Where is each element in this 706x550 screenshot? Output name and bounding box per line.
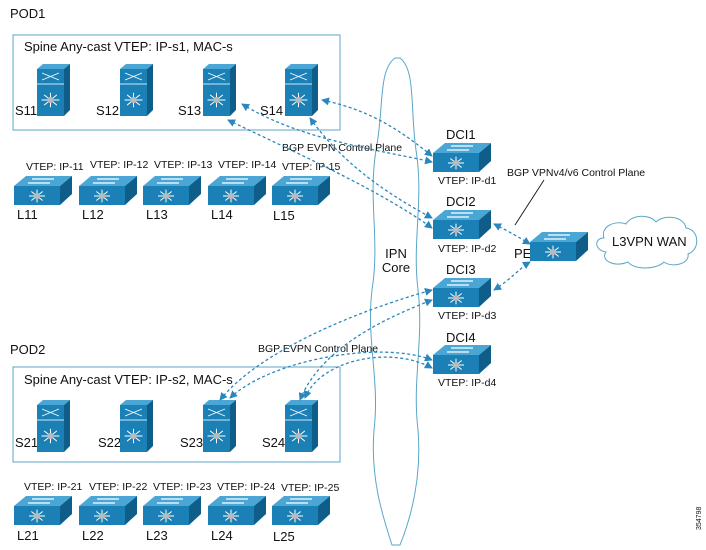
leaf-switch-icon: [143, 176, 201, 205]
leaf-vtep: VTEP: IP-12: [90, 159, 149, 171]
pe-control-plane-label: BGP VPNv4/v6 Control Plane: [507, 167, 645, 179]
callout-line: [514, 179, 545, 226]
pod2-title: POD2: [10, 342, 45, 357]
control-plane-link: [229, 351, 433, 399]
spine-switch-icon: [120, 400, 153, 452]
pod2-spine-box: [12, 366, 341, 463]
leaf-vtep: VTEP: IP-24: [217, 481, 276, 493]
ipn-core-cloud: [369, 57, 421, 546]
leaf-switch-icon: [143, 496, 201, 525]
dci-label: DCI2: [446, 194, 476, 209]
control-plane-link: [303, 356, 433, 399]
leaf-label: L12: [82, 207, 104, 222]
leaf-label: L22: [82, 528, 104, 543]
pod2-spine-label: Spine Any-cast VTEP: IP-s2, MAC-s: [24, 372, 233, 387]
leaf-vtep: VTEP: IP-13: [154, 159, 213, 171]
leaf-label: L14: [211, 207, 233, 222]
spine-label: S21: [15, 435, 38, 450]
spine-label: S22: [98, 435, 121, 450]
spine-switch-icon: [285, 64, 318, 116]
l3vpn-wan-cloud: [596, 215, 698, 269]
spine-label: S23: [180, 435, 203, 450]
leaf-switch-icon: [272, 176, 330, 205]
leaf-switch-icon: [208, 496, 266, 525]
wan-label: L3VPN WAN: [612, 234, 687, 249]
dci-vtep: VTEP: IP-d3: [438, 310, 497, 322]
dci-switch-icon: [433, 143, 491, 172]
dci-vtep: VTEP: IP-d1: [438, 175, 497, 187]
control-plane-link: [493, 223, 531, 245]
leaf-switch-icon: [208, 176, 266, 205]
spine-switch-icon: [37, 64, 70, 116]
leaf-label: L13: [146, 207, 168, 222]
leaf-switch-icon: [14, 496, 72, 525]
leaf-label: L11: [17, 207, 38, 222]
dci-vtep: VTEP: IP-d4: [438, 377, 497, 389]
leaf-switch-icon: [79, 176, 137, 205]
leaf-switch-icon: [14, 176, 72, 205]
spine-label: S12: [96, 103, 119, 118]
leaf-vtep: VTEP: IP-25: [281, 482, 340, 494]
dci-label: DCI3: [446, 262, 476, 277]
dci-switch-icon: [433, 210, 491, 239]
dci-label: DCI4: [446, 330, 476, 345]
spine-label: S11: [15, 103, 37, 118]
leaf-vtep: VTEP: IP-23: [153, 481, 212, 493]
spine-switch-icon: [285, 400, 318, 452]
dci-switch-icon: [433, 345, 491, 374]
leaf-vtep: VTEP: IP-14: [218, 159, 277, 171]
pod1-spine-box: [12, 34, 341, 131]
leaf-vtep: VTEP: IP-22: [89, 481, 148, 493]
leaf-vtep: VTEP: IP-11: [26, 161, 84, 173]
leaf-switch-icon: [272, 496, 330, 525]
leaf-switch-icon: [79, 496, 137, 525]
leaf-label: L23: [146, 528, 168, 543]
control-plane-link: [227, 119, 433, 229]
dci-vtep: VTEP: IP-d2: [438, 243, 497, 255]
pe-label: PE: [514, 246, 532, 261]
spine-label: S24: [262, 435, 285, 450]
leaf-vtep: VTEP: IP-15: [282, 161, 341, 173]
spine-switch-icon: [37, 400, 70, 452]
leaf-label: L24: [211, 528, 233, 543]
dci-label: DCI1: [446, 127, 476, 142]
spine-switch-icon: [120, 64, 153, 116]
leaf-label: L25: [273, 529, 295, 544]
figure-id: 354798: [696, 507, 703, 530]
pod1-title: POD1: [10, 6, 45, 21]
leaf-label: L21: [17, 528, 39, 543]
spine-switch-icon: [203, 400, 236, 452]
ipn-label: IPN: [385, 246, 407, 261]
pod1-spine-label: Spine Any-cast VTEP: IP-s1, MAC-s: [24, 39, 233, 54]
leaf-label: L15: [273, 208, 295, 223]
control-plane-link: [493, 261, 531, 291]
leaf-vtep: VTEP: IP-21: [24, 481, 83, 493]
spine-switch-icon: [203, 64, 236, 116]
ipn-core-label: Core: [382, 260, 410, 275]
spine-label: S13: [178, 103, 201, 118]
dci-switch-icon: [433, 278, 491, 307]
pe-router-icon: [530, 232, 588, 261]
